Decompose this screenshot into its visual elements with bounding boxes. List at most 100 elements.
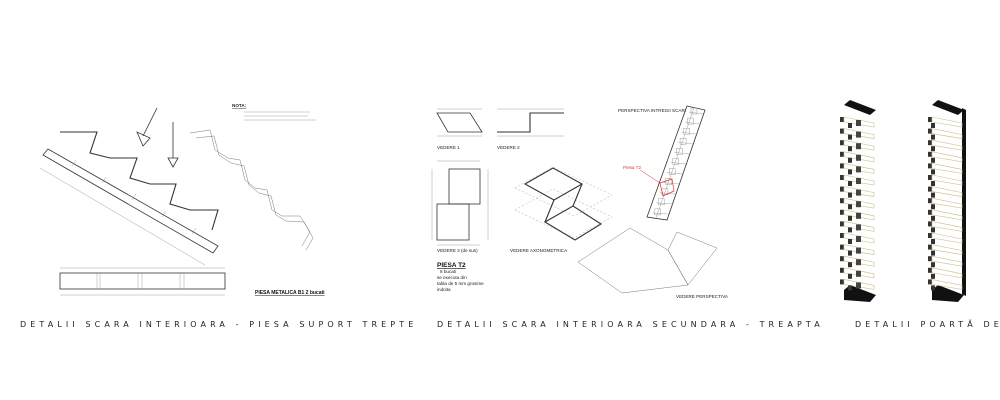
gate-top-frame bbox=[844, 100, 876, 115]
gate-slat-end bbox=[931, 204, 935, 210]
caption-support-piece: DETALII SCARA INTERIOARA - PIESA SUPORT … bbox=[20, 320, 417, 329]
gate-slat-end bbox=[928, 233, 932, 238]
gate-slat-end bbox=[848, 169, 852, 175]
gate-slat-end bbox=[848, 239, 852, 244]
view3-label: VEDERE 3 (de sus) bbox=[437, 248, 478, 253]
gate-slat-end bbox=[928, 256, 932, 262]
panel-stair-tread: VEDERE 1 VEDERE 2 VEDERE 3 (de sus) VEDE… bbox=[431, 105, 824, 329]
gate-slat-end bbox=[840, 175, 844, 180]
3d-strip-view bbox=[189, 129, 314, 251]
perspective-label: VEDERE PERSPECTIVA bbox=[676, 294, 729, 299]
panel-access-gate: DETALII POARTĂ DE ACCES bbox=[840, 100, 1000, 329]
elevation-view bbox=[59, 267, 226, 296]
gate-slat bbox=[931, 267, 963, 279]
gate-slat-end bbox=[928, 140, 932, 146]
piece-note: se executa din bbox=[437, 275, 467, 280]
gate-slat-end bbox=[931, 134, 935, 140]
gate-slat-end bbox=[931, 146, 935, 152]
step-bracket bbox=[658, 198, 665, 206]
support-beam bbox=[42, 148, 219, 254]
step-profile bbox=[60, 131, 219, 231]
gate-slat-end bbox=[928, 151, 932, 157]
step-bracket bbox=[654, 208, 661, 216]
gate-slat bbox=[931, 128, 963, 139]
gate-slat-end bbox=[928, 117, 932, 122]
gate-slat-end bbox=[848, 227, 852, 233]
gate-slat-end bbox=[840, 140, 844, 146]
gate-connector bbox=[856, 236, 861, 242]
stair-step bbox=[685, 121, 700, 125]
gate-slat-end bbox=[848, 204, 852, 210]
gate-slat-end bbox=[928, 186, 932, 192]
piece-title: PIESA METALICA B1 2 bucati bbox=[255, 290, 325, 296]
gate-connector bbox=[856, 131, 861, 138]
gate-slat-end bbox=[928, 128, 932, 134]
piece-note: 8 bucati bbox=[440, 269, 456, 274]
piece-t2-title: PIESA T2 bbox=[437, 262, 466, 269]
beam-dividers bbox=[71, 159, 197, 235]
gate-connector bbox=[856, 224, 861, 231]
gate-slat-end bbox=[931, 250, 935, 256]
gate-slat bbox=[931, 116, 963, 128]
gate-slat-end bbox=[840, 221, 844, 227]
gate-connector bbox=[856, 178, 861, 184]
step-bracket bbox=[672, 158, 680, 165]
gate-slat bbox=[931, 279, 963, 290]
stair-step bbox=[681, 131, 697, 135]
view1-label: VEDERE 1 bbox=[437, 145, 460, 150]
gate-slat-end bbox=[848, 285, 852, 291]
gate-connector bbox=[856, 259, 861, 266]
gate-slat-end bbox=[931, 273, 935, 279]
caption-stair-tread: DETALII SCARA INTERIOARA SECUNDARA - TRE… bbox=[437, 320, 824, 329]
panel-support-piece: NOTA: PIESA METALICA B1 2 bucati DETALII… bbox=[20, 103, 417, 329]
gate-left-view bbox=[840, 100, 876, 302]
gate-slat-end bbox=[848, 215, 852, 221]
note-text-lines bbox=[244, 111, 316, 121]
gate-slat bbox=[931, 174, 963, 186]
gate-slat-end bbox=[840, 267, 844, 273]
stair-step bbox=[670, 162, 686, 165]
step-bracket bbox=[665, 178, 672, 185]
view2-drawing bbox=[497, 112, 564, 133]
view3-drawing bbox=[431, 160, 489, 246]
step-bracket bbox=[690, 107, 698, 115]
step-bracket bbox=[679, 138, 687, 145]
gate-slat bbox=[931, 139, 963, 151]
gate-slat-end bbox=[840, 163, 844, 169]
highlighted-piece-t2 bbox=[659, 178, 675, 197]
whole-stair-label: PERSPECTIVA INTREGII SCARI bbox=[618, 108, 686, 113]
gate-slat-end bbox=[931, 157, 935, 163]
gate-slat-end bbox=[928, 244, 932, 250]
step-bracket bbox=[683, 127, 690, 135]
gate-slat-end bbox=[928, 279, 932, 285]
gate-slat-end bbox=[840, 256, 844, 262]
gate-connector bbox=[856, 154, 861, 161]
gate-side-post bbox=[962, 108, 966, 296]
gate-connector bbox=[856, 189, 861, 196]
gate-slat-end bbox=[931, 215, 935, 221]
gate-slat-end bbox=[848, 181, 852, 186]
gate-slat-end bbox=[928, 175, 932, 180]
dimension-line bbox=[39, 167, 206, 266]
gate-slat-end bbox=[840, 198, 844, 204]
whole-stair-perspective bbox=[639, 105, 706, 221]
gate-slat-end bbox=[848, 273, 852, 279]
stair-step bbox=[667, 172, 683, 175]
stair-step bbox=[663, 182, 679, 185]
axonometric-label: VEDERE AXONOMETRICA bbox=[510, 248, 568, 253]
gate-slat-end bbox=[931, 169, 935, 175]
stair-step bbox=[674, 152, 690, 155]
gate-connector bbox=[856, 201, 861, 208]
view1-drawing bbox=[436, 112, 483, 133]
gate-slat-end bbox=[840, 209, 844, 215]
gate-slat-end bbox=[848, 146, 852, 152]
gate-slat-end bbox=[840, 117, 844, 122]
gate-slat-end bbox=[931, 285, 935, 291]
gate-connector bbox=[856, 166, 861, 173]
arrow-section-2 bbox=[167, 122, 179, 168]
gate-slat-end bbox=[848, 157, 852, 163]
piece-note: tabla de 5 mm grosime bbox=[437, 281, 484, 286]
gate-slat bbox=[931, 232, 963, 244]
gate-slat bbox=[931, 186, 963, 197]
gate-slat-end bbox=[928, 198, 932, 204]
